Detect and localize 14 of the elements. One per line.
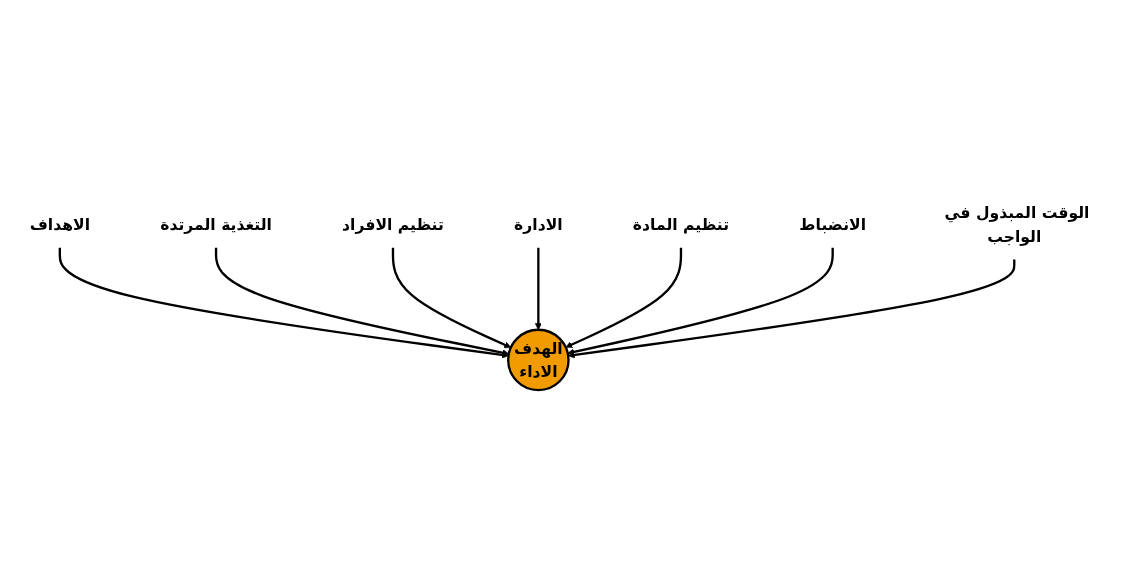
arrow xyxy=(214,247,510,356)
node-circle: الهدف الاداء xyxy=(507,328,570,392)
node-text: تنظيم الافراد xyxy=(342,214,444,234)
arrow xyxy=(567,247,834,356)
node-text: الوقت المبذول في الواجب xyxy=(944,203,1090,246)
arrow xyxy=(565,247,683,348)
node-text: التغذية المرتدة xyxy=(160,214,272,234)
node-text: الادارة xyxy=(514,214,563,234)
arrow xyxy=(391,247,512,348)
arrow xyxy=(58,247,509,359)
node-text: تنظيم المادة xyxy=(632,214,730,234)
node-text: الانضباط xyxy=(799,214,866,234)
node-text: الاهداف xyxy=(29,214,90,234)
arrow xyxy=(534,247,542,330)
